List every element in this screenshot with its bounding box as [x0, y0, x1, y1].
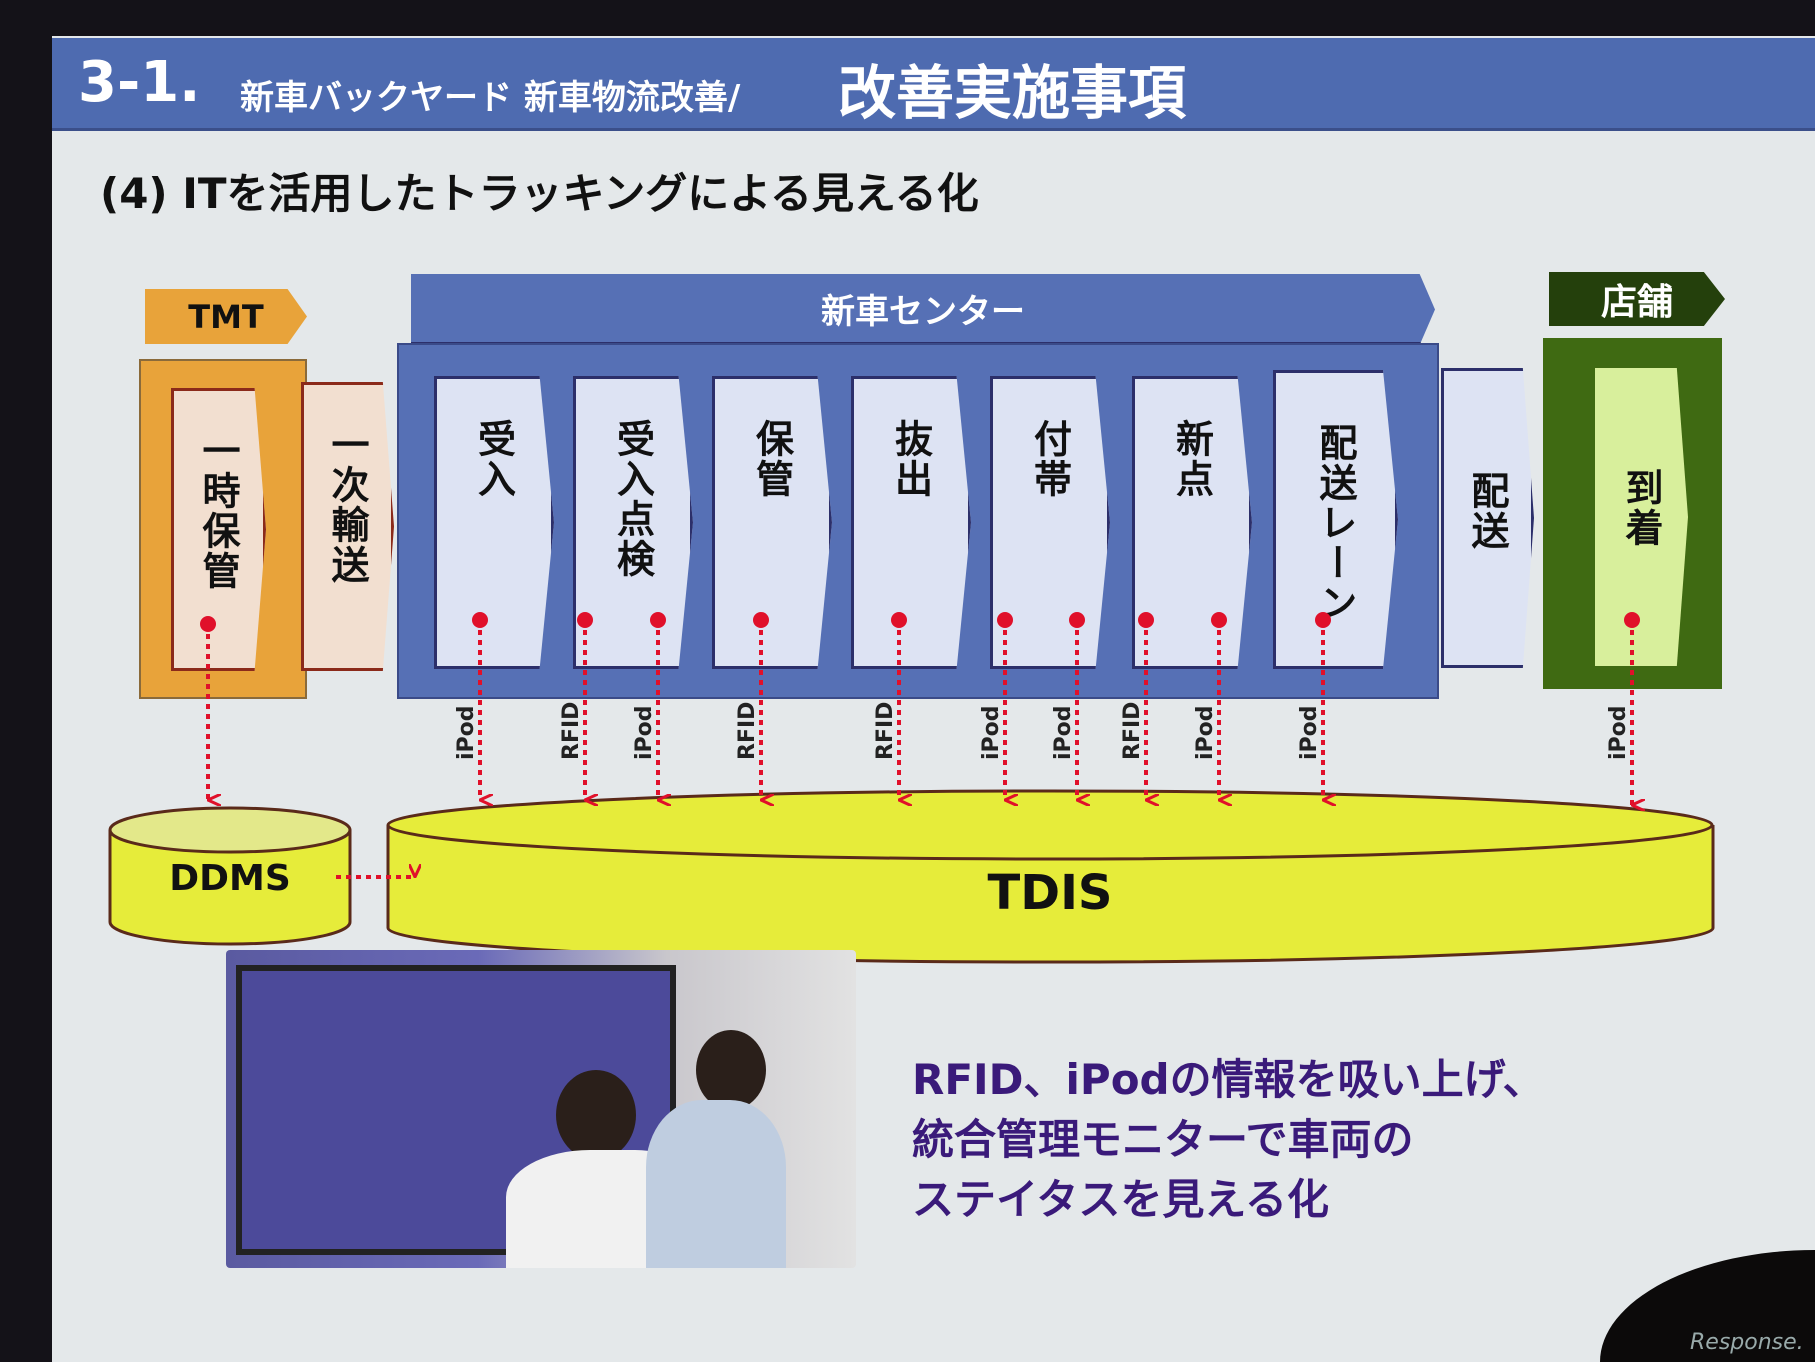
title-subtitle: 新車バックヤード 新車物流改善/ [240, 78, 741, 118]
watermark: Response. [1690, 1330, 1804, 1355]
sensor-point-icon [1624, 612, 1640, 628]
stage-storage: 保管 [712, 376, 832, 669]
message-line: RFID、iPodの情報を吸い上げ、 [912, 1055, 1545, 1104]
sensor-label: iPod [1193, 705, 1218, 760]
section-title: (4) ITを活用したトラッキングによる見える化 [100, 169, 979, 218]
store-tag: 店舗 [1549, 272, 1725, 326]
center-banner: 新車センター [411, 274, 1435, 345]
sensor-point-icon [1315, 612, 1331, 628]
stage-delivery-lane: 配送レーン [1273, 370, 1398, 669]
sensor-point-icon [891, 612, 907, 628]
tdis-label: TDIS [987, 865, 1113, 921]
stage-temporary-storage: 一時保管 [171, 388, 266, 671]
stage-receiving-inspection: 受入点検 [573, 376, 693, 669]
tmt-tag: TMT [145, 289, 307, 344]
title-bar [52, 38, 1815, 131]
sensor-point-icon [1138, 612, 1154, 628]
sensor-label: iPod [1051, 705, 1076, 760]
sensor-label: iPod [632, 705, 657, 760]
sensor-point-icon [200, 616, 216, 632]
message-line: 統合管理モニターで車両の [912, 1115, 1414, 1164]
sensor-label: RFID [1120, 701, 1145, 760]
sensor-label: iPod [454, 705, 479, 760]
sensor-point-icon [1211, 612, 1227, 628]
sensor-label: iPod [1297, 705, 1322, 760]
stage-delivery: 配送 [1441, 368, 1534, 668]
summary-message: RFID、iPodの情報を吸い上げ、 統合管理モニターで車両の ステイタスを見え… [912, 1050, 1545, 1230]
stage-arrival: 到着 [1595, 368, 1688, 666]
monitor-photo [226, 950, 856, 1268]
person-body-2 [646, 1100, 786, 1268]
title-number: 3-1. [78, 50, 201, 115]
sensor-label: iPod [979, 705, 1004, 760]
sensor-point-icon [1069, 612, 1085, 628]
sensor-point-icon [577, 612, 593, 628]
sensor-label: RFID [559, 701, 584, 760]
sensor-label: RFID [873, 701, 898, 760]
message-line: ステイタスを見える化 [912, 1175, 1330, 1224]
sensor-point-icon [753, 612, 769, 628]
ddms-label: DDMS [169, 858, 291, 899]
stage-extraction: 抜出 [851, 376, 971, 669]
person-head [556, 1070, 636, 1160]
stage-primary-transport: 一次輸送 [301, 382, 394, 671]
ddms-cylinder [108, 806, 352, 946]
sensor-label: RFID [735, 701, 760, 760]
sensor-label: iPod [1606, 705, 1631, 760]
sensor-point-icon [650, 612, 666, 628]
sensor-point-icon [997, 612, 1013, 628]
title-main: 改善実施事項 [838, 59, 1187, 127]
sensor-point-icon [472, 612, 488, 628]
stage-receiving: 受入 [434, 376, 554, 669]
tdis-cylinder [386, 789, 1715, 964]
person-head-2 [696, 1030, 766, 1110]
